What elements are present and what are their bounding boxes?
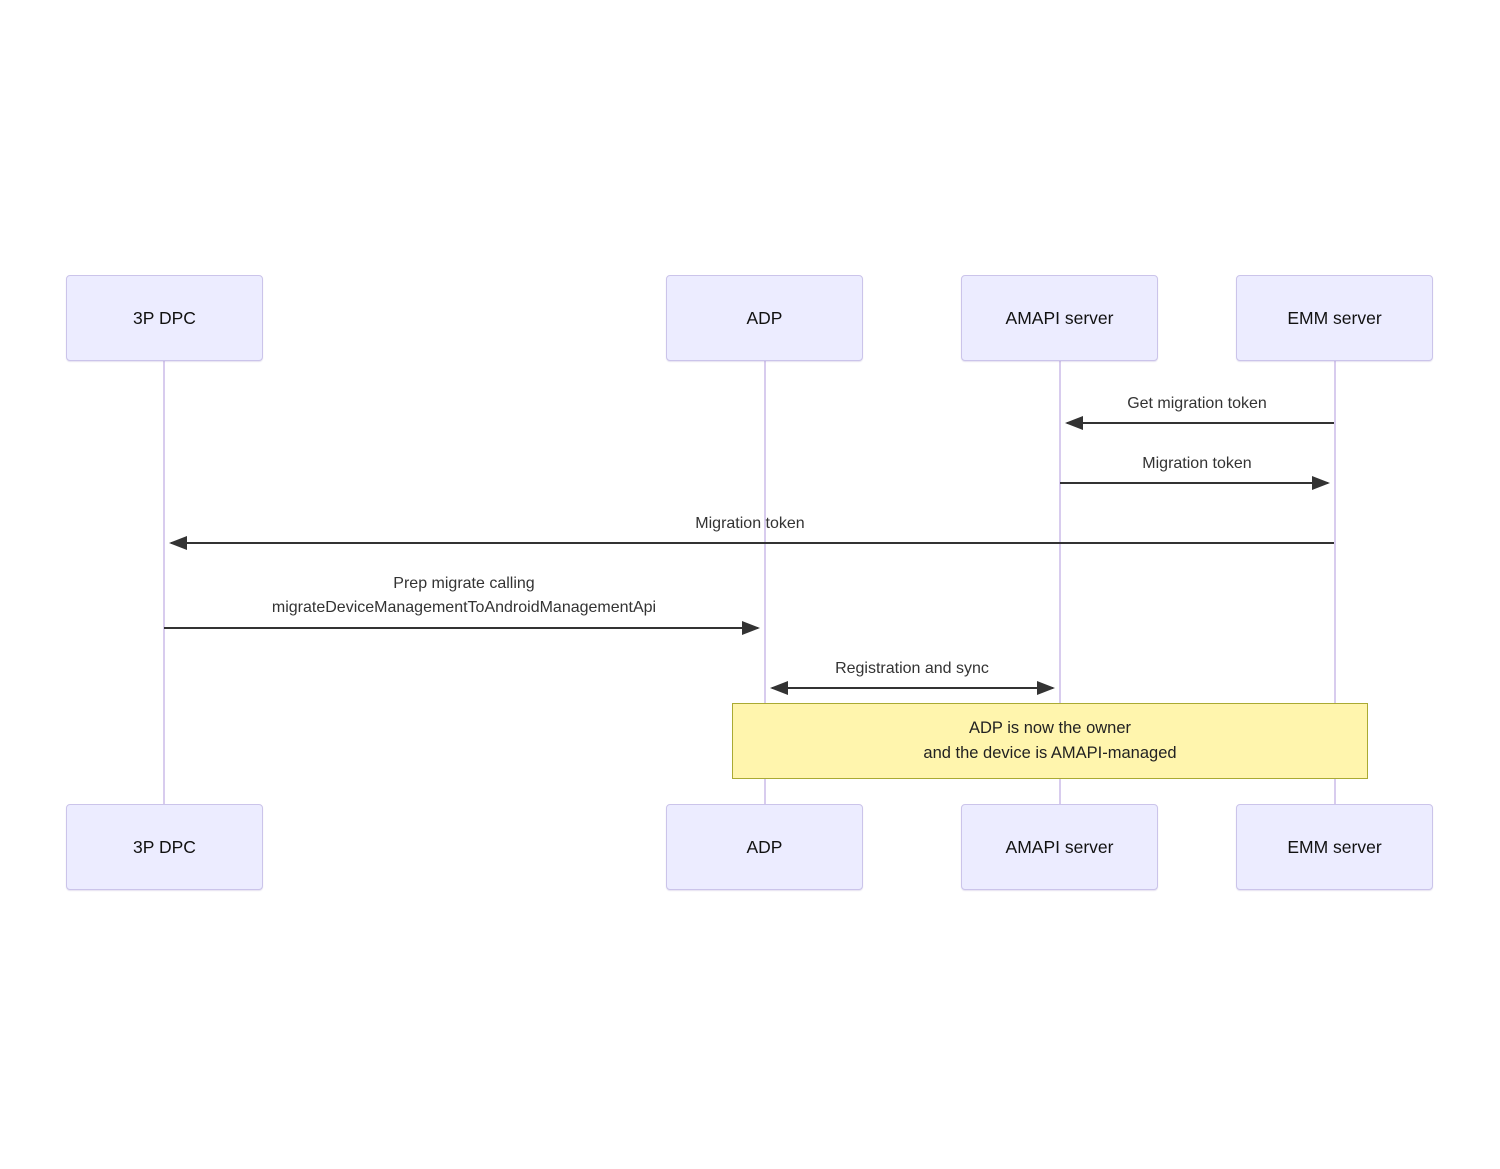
lifeline-emm-server <box>1334 361 1336 804</box>
message-label-migration-token-right: Migration token <box>1142 455 1252 472</box>
actor-label: EMM server <box>1287 836 1382 857</box>
actor-top-emm-server: EMM server <box>1236 275 1433 361</box>
lifeline-3p-dpc <box>163 361 165 804</box>
note-line: ADP is now the owner <box>968 719 1132 737</box>
actor-bottom-emm-server: EMM server <box>1236 804 1433 890</box>
message-label-prep-migrate: Prep migrate calling migrateDeviceManage… <box>271 575 657 616</box>
actor-label: 3P DPC <box>133 836 196 857</box>
note-adp-owner: ADP is now the owner and the device is A… <box>732 703 1368 779</box>
actor-bottom-amapi-server: AMAPI server <box>961 804 1158 890</box>
actor-bottom-3p-dpc: 3P DPC <box>66 804 263 890</box>
actor-top-3p-dpc: 3P DPC <box>66 275 263 361</box>
actor-label: EMM server <box>1287 307 1382 328</box>
actor-label: AMAPI server <box>1005 307 1114 328</box>
actor-top-adp: ADP <box>666 275 863 361</box>
actor-top-amapi-server: AMAPI server <box>961 275 1158 361</box>
message-label-migration-token-left: Migration token <box>695 515 805 532</box>
actor-label: AMAPI server <box>1005 836 1114 857</box>
actor-label: 3P DPC <box>133 307 196 328</box>
note-line: and the device is AMAPI-managed <box>923 744 1177 762</box>
actor-bottom-adp: ADP <box>666 804 863 890</box>
actor-label: ADP <box>746 307 783 328</box>
lifeline-adp <box>764 361 766 804</box>
message-label-get-migration-token: Get migration token <box>1127 395 1267 412</box>
lifeline-amapi-server <box>1059 361 1061 804</box>
message-label-registration-and-sync: Registration and sync <box>835 660 989 677</box>
actor-label: ADP <box>746 836 783 857</box>
